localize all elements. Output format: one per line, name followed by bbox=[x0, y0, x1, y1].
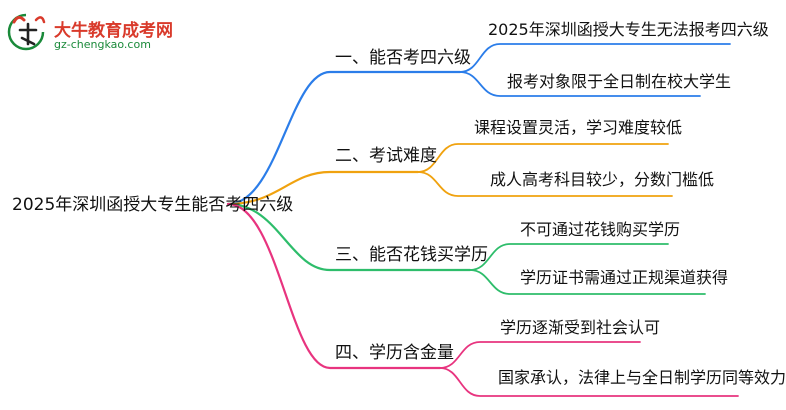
branch-4-leaf-1: 学历逐渐受到社会认可 bbox=[500, 318, 661, 337]
logo-title: 大牛教育成考网 bbox=[54, 21, 173, 41]
branch-4-connector bbox=[226, 202, 442, 370]
branch-2-connector bbox=[226, 170, 420, 206]
branch-3-leaf-1: 不可通过花钱购买学历 bbox=[520, 220, 681, 239]
branch-2-leaf-2: 成人高考科目较少，分数门槛低 bbox=[490, 170, 715, 189]
branch-3-leaf-2-connector bbox=[469, 269, 706, 295]
bull-mascot-icon bbox=[7, 13, 46, 51]
branch-1-leaf-2-connector bbox=[459, 71, 701, 97]
branch-1-leaf-1: 2025年深圳函授大专生无法报考四六级 bbox=[488, 20, 769, 39]
branch-3-connector bbox=[226, 202, 472, 272]
branch-2-leaf-2-connector bbox=[417, 171, 673, 197]
branch-4-leaf-1-connector bbox=[439, 341, 641, 369]
branch-1-leaf-2: 报考对象限于全日制在校大学生 bbox=[507, 72, 732, 91]
branch-2-leaf-1-connector bbox=[417, 143, 669, 173]
branch-1-label: 一、能否考四六级 bbox=[335, 48, 471, 68]
logo-url: gz-chengkao.com bbox=[54, 38, 151, 51]
branch-3-leaf-1-connector bbox=[469, 243, 669, 271]
branch-3-label: 三、能否花钱买学历 bbox=[335, 245, 488, 265]
mindmap-connectors bbox=[226, 43, 739, 397]
branch-1-connector bbox=[226, 70, 462, 206]
site-logo[interactable]: 大牛教育成考网 gz-chengkao.com bbox=[6, 10, 186, 56]
branch-2-leaf-1: 课程设置灵活，学习难度较低 bbox=[474, 118, 683, 137]
branch-4-label: 四、学历含金量 bbox=[335, 343, 454, 363]
branch-3-leaf-2: 学历证书需通过正规渠道获得 bbox=[520, 268, 729, 287]
branch-4-leaf-2-connector bbox=[439, 367, 739, 397]
branch-4-leaf-2: 国家承认，法律上与全日制学历同等效力 bbox=[498, 368, 786, 387]
root-node: 2025年深圳函授大专生能否考四六级 bbox=[12, 195, 294, 215]
branch-1-leaf-1-connector bbox=[459, 43, 731, 73]
branch-2-label: 二、考试难度 bbox=[335, 146, 437, 166]
